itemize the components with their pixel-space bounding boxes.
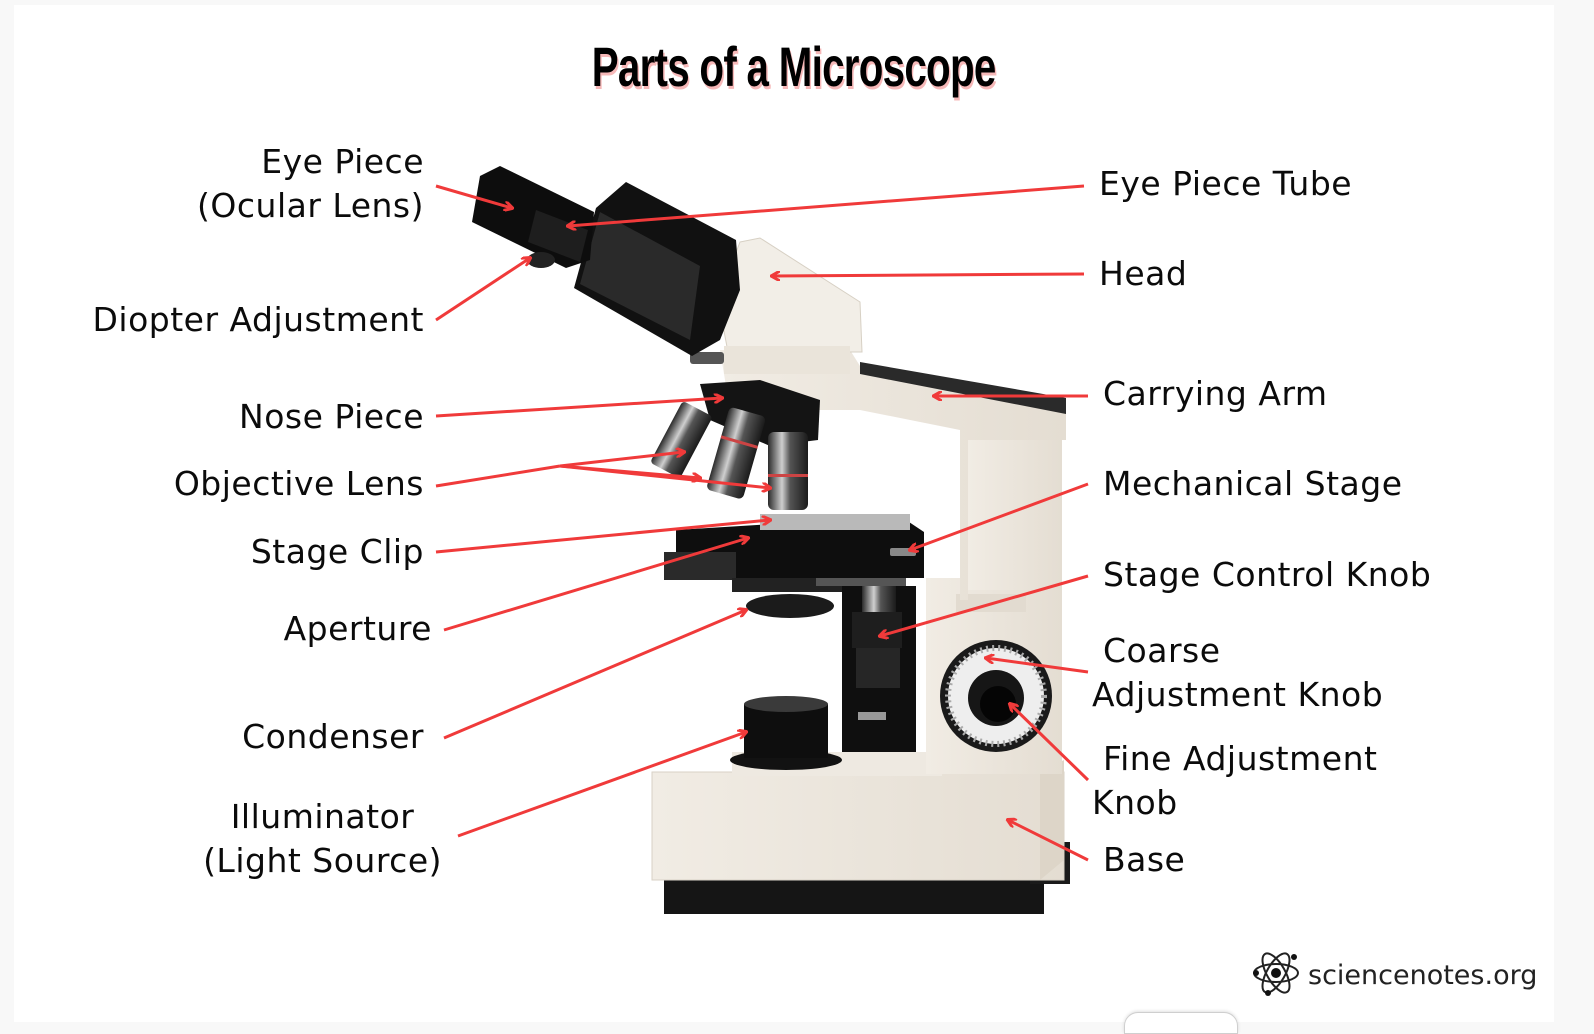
focus-column-shape <box>842 586 916 752</box>
label-condenser: Condenser <box>242 717 424 756</box>
sciencenotes-logo: sciencenotes.org <box>1250 952 1538 997</box>
logo-text: sciencenotes.org <box>1308 959 1538 991</box>
label-head: Head <box>1099 254 1188 293</box>
base-shape <box>651 752 1070 914</box>
label-carrying-arm: Carrying Arm <box>1103 374 1328 413</box>
head-shape <box>690 237 863 374</box>
illuminator-shape <box>730 696 842 770</box>
label-base: Base <box>1103 840 1186 879</box>
label-nose-piece: Nose Piece <box>239 397 424 436</box>
stage-shape <box>664 514 924 618</box>
label-objective-lens: Objective Lens <box>173 464 424 503</box>
focus-knob-shape <box>940 640 1052 752</box>
annotation-arrows <box>435 184 1090 862</box>
label-aperture: Aperture <box>283 609 432 648</box>
label-eye-piece-tube: Eye Piece Tube <box>1099 164 1353 203</box>
page-title: Parts of a Microscope <box>591 35 997 98</box>
nosepiece-shape <box>651 380 820 510</box>
label-stage-control-knob: Stage Control Knob <box>1103 555 1432 594</box>
label-diopter-adjustment: Diopter Adjustment <box>92 300 424 339</box>
eyepiece-tube-shape <box>472 166 740 356</box>
label-eye-piece: Eye Piece (Ocular Lens) <box>197 142 424 225</box>
label-mechanical-stage: Mechanical Stage <box>1103 464 1403 503</box>
label-coarse-adjustment-knob: Coarse Adjustment Knob <box>1092 631 1384 714</box>
label-fine-adjustment-knob: Fine Adjustment Knob <box>1092 739 1378 822</box>
bottom-tab[interactable] <box>1124 1012 1238 1034</box>
label-illuminator: Illuminator (Light Source) <box>203 797 442 880</box>
atom-icon <box>1250 947 1302 1003</box>
label-stage-clip: Stage Clip <box>250 532 424 571</box>
